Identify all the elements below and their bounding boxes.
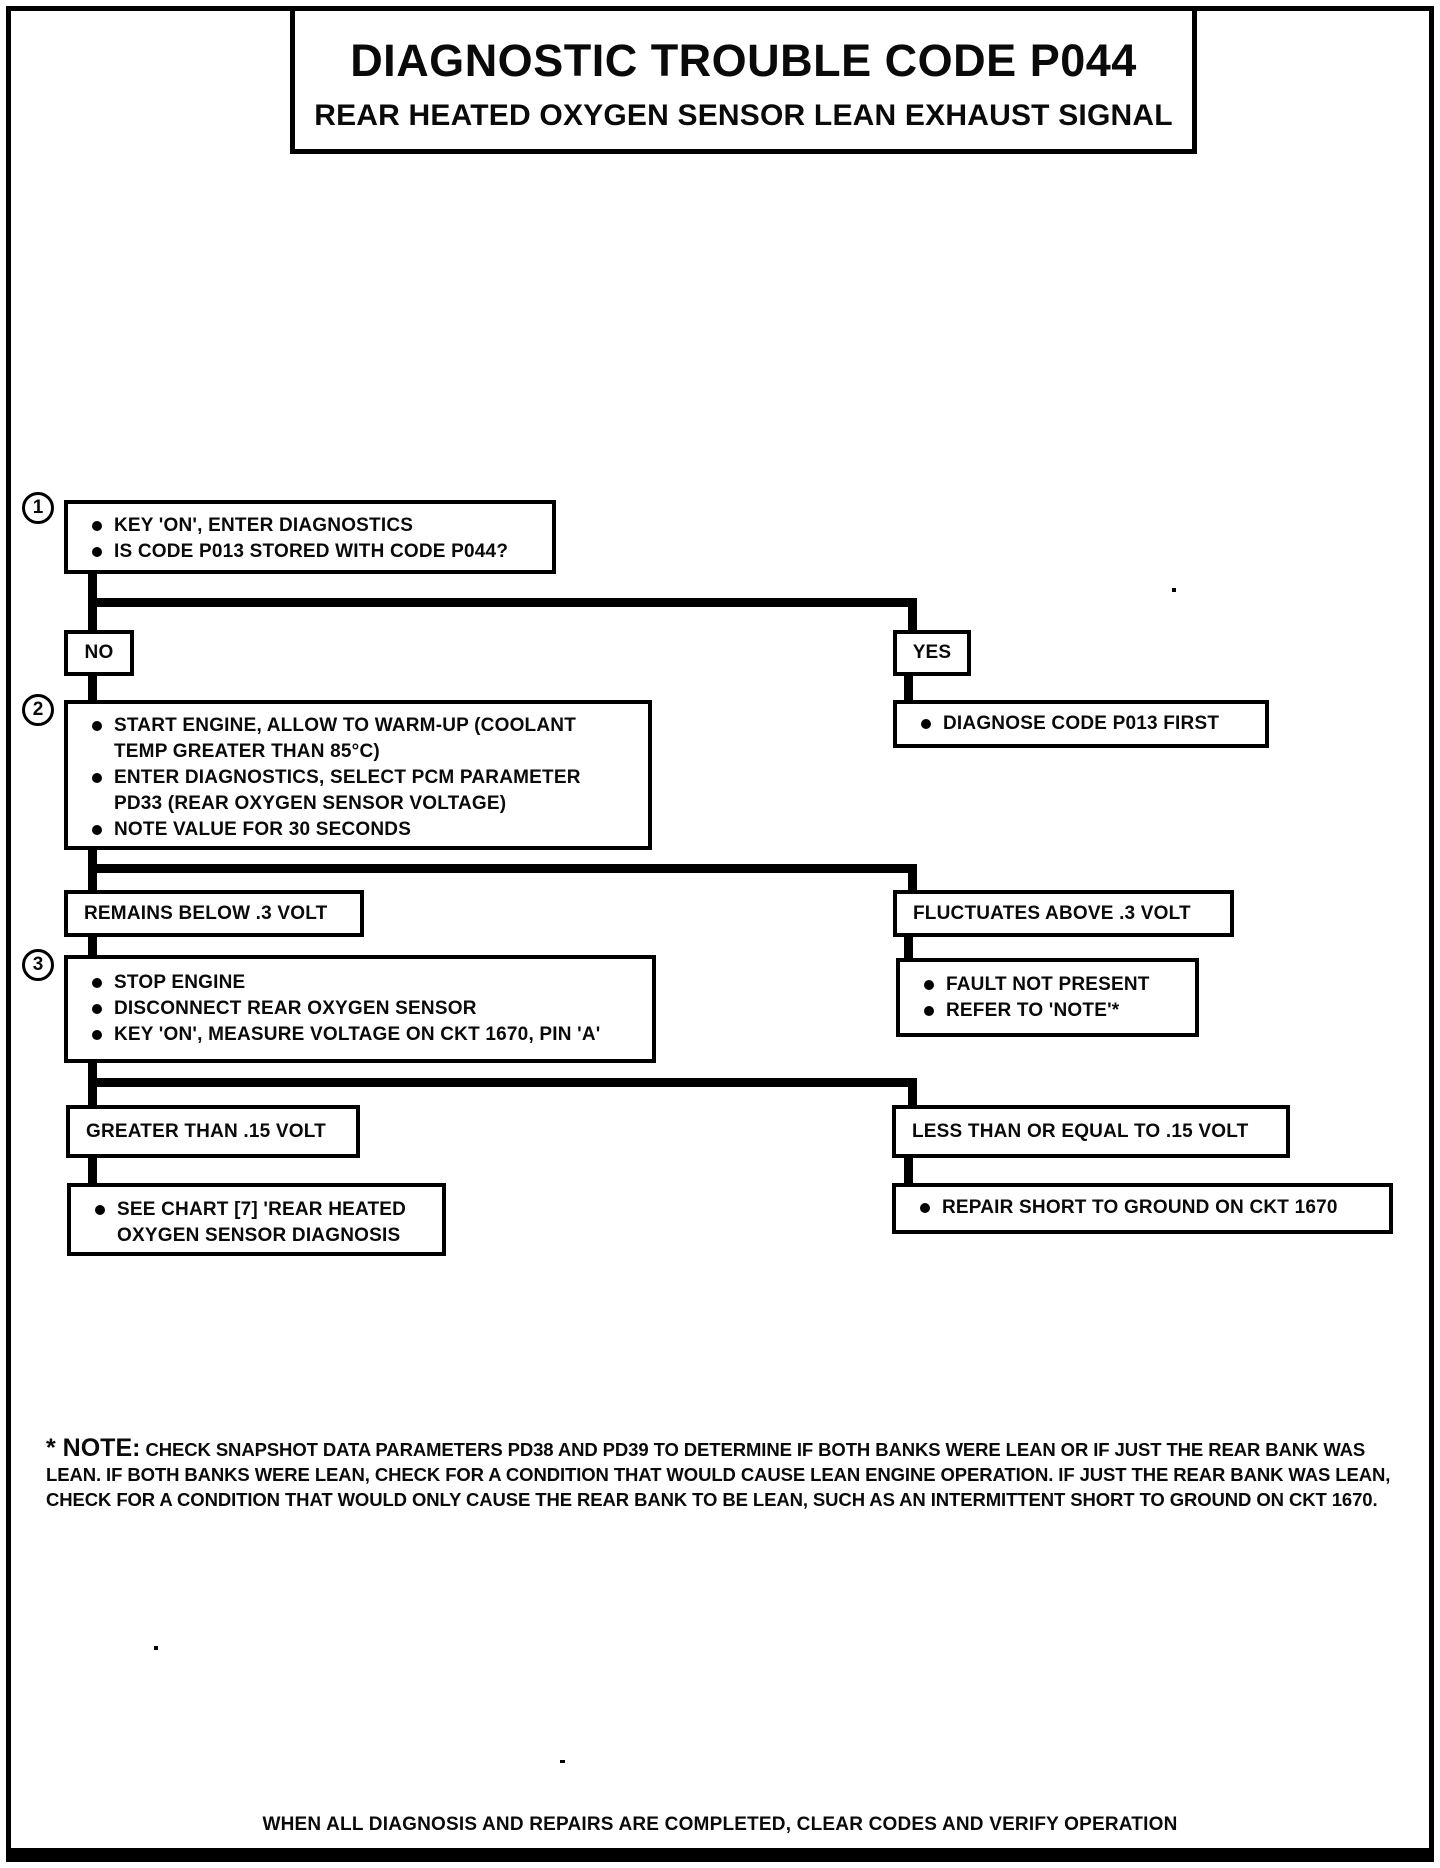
fluctuates-above-box: FLUCTUATES ABOVE .3 VOLT — [893, 890, 1234, 937]
list-item: ENTER DIAGNOSTICS, SELECT PCM PARAMETER … — [80, 765, 640, 817]
connector-line — [908, 864, 917, 892]
list-item: FAULT NOT PRESENT — [912, 972, 1187, 998]
step-3-box: STOP ENGINE DISCONNECT REAR OXYGEN SENSO… — [64, 955, 656, 1063]
list-item: IS CODE P013 STORED WITH CODE P044? — [80, 539, 544, 565]
fault-not-present-box: FAULT NOT PRESENT REFER TO 'NOTE'* — [896, 958, 1199, 1037]
diagnose-p013-box: DIAGNOSE CODE P013 FIRST — [893, 700, 1269, 748]
connector-line — [904, 676, 913, 702]
step-2-number: 2 — [22, 694, 54, 726]
less-equal-box: LESS THAN OR EQUAL TO .15 VOLT — [892, 1105, 1290, 1158]
page-title: DIAGNOSTIC TROUBLE CODE P044 — [350, 35, 1137, 86]
list-item: REFER TO 'NOTE'* — [912, 998, 1187, 1024]
connector-line — [904, 937, 913, 962]
step-1-number: 1 — [22, 492, 54, 524]
scan-speck — [154, 1646, 158, 1650]
list-item: NOTE VALUE FOR 30 SECONDS — [80, 817, 640, 843]
connector-line — [88, 1078, 917, 1087]
list-item: SEE CHART [7] 'REAR HEATED OXYGEN SENSOR… — [83, 1197, 434, 1249]
step-3-number: 3 — [22, 949, 54, 981]
yes-branch-box: YES — [893, 630, 971, 676]
note-text: CHECK SNAPSHOT DATA PARAMETERS PD38 AND … — [46, 1439, 1391, 1510]
page-subtitle: REAR HEATED OXYGEN SENSOR LEAN EXHAUST S… — [314, 99, 1173, 132]
title-box: DIAGNOSTIC TROUBLE CODE P044 REAR HEATED… — [290, 6, 1197, 154]
bullet-icon — [909, 711, 943, 729]
bullet-icon — [80, 970, 114, 988]
bullet-icon — [908, 1195, 942, 1213]
list-item: DIAGNOSE CODE P013 FIRST — [909, 711, 1257, 737]
scan-speck — [560, 1760, 565, 1763]
step-1-box: KEY 'ON', ENTER DIAGNOSTICS IS CODE P013… — [64, 500, 556, 574]
bullet-icon — [80, 765, 114, 783]
greater-than-box: GREATER THAN .15 VOLT — [66, 1105, 360, 1158]
connector-line — [88, 1158, 97, 1185]
note-paragraph: * NOTE: CHECK SNAPSHOT DATA PARAMETERS P… — [46, 1436, 1406, 1512]
step-2-box: START ENGINE, ALLOW TO WARM-UP (COOLANT … — [64, 700, 652, 850]
bottom-bar — [8, 1848, 1432, 1862]
list-item: STOP ENGINE — [80, 970, 644, 996]
bullet-icon — [912, 972, 946, 990]
repair-short-box: REPAIR SHORT TO GROUND ON CKT 1670 — [892, 1183, 1393, 1234]
remains-below-box: REMAINS BELOW .3 VOLT — [64, 890, 364, 937]
bullet-icon — [80, 817, 114, 835]
connector-line — [904, 1158, 913, 1185]
scan-speck — [1172, 588, 1176, 592]
list-item: KEY 'ON', MEASURE VOLTAGE ON CKT 1670, P… — [80, 1022, 644, 1048]
bullet-icon — [80, 996, 114, 1014]
no-branch-box: NO — [64, 630, 134, 676]
connector-line — [88, 598, 917, 607]
bullet-icon — [80, 1022, 114, 1040]
footer-instruction: WHEN ALL DIAGNOSIS AND REPAIRS ARE COMPL… — [262, 1814, 1178, 1835]
list-item: KEY 'ON', ENTER DIAGNOSTICS — [80, 513, 544, 539]
bullet-icon — [80, 513, 114, 531]
note-label: * NOTE: — [46, 1434, 141, 1462]
see-chart-box: SEE CHART [7] 'REAR HEATED OXYGEN SENSOR… — [67, 1183, 446, 1256]
list-item: REPAIR SHORT TO GROUND ON CKT 1670 — [908, 1195, 1381, 1221]
bullet-icon — [80, 713, 114, 731]
bullet-icon — [80, 539, 114, 557]
bullet-icon — [83, 1197, 117, 1215]
bullet-icon — [912, 998, 946, 1016]
list-item: START ENGINE, ALLOW TO WARM-UP (COOLANT … — [80, 713, 640, 765]
list-item: DISCONNECT REAR OXYGEN SENSOR — [80, 996, 644, 1022]
connector-line — [88, 864, 917, 873]
connector-line — [908, 1078, 917, 1107]
connector-line — [908, 598, 917, 632]
connector-line — [88, 937, 97, 957]
connector-line — [88, 676, 97, 702]
